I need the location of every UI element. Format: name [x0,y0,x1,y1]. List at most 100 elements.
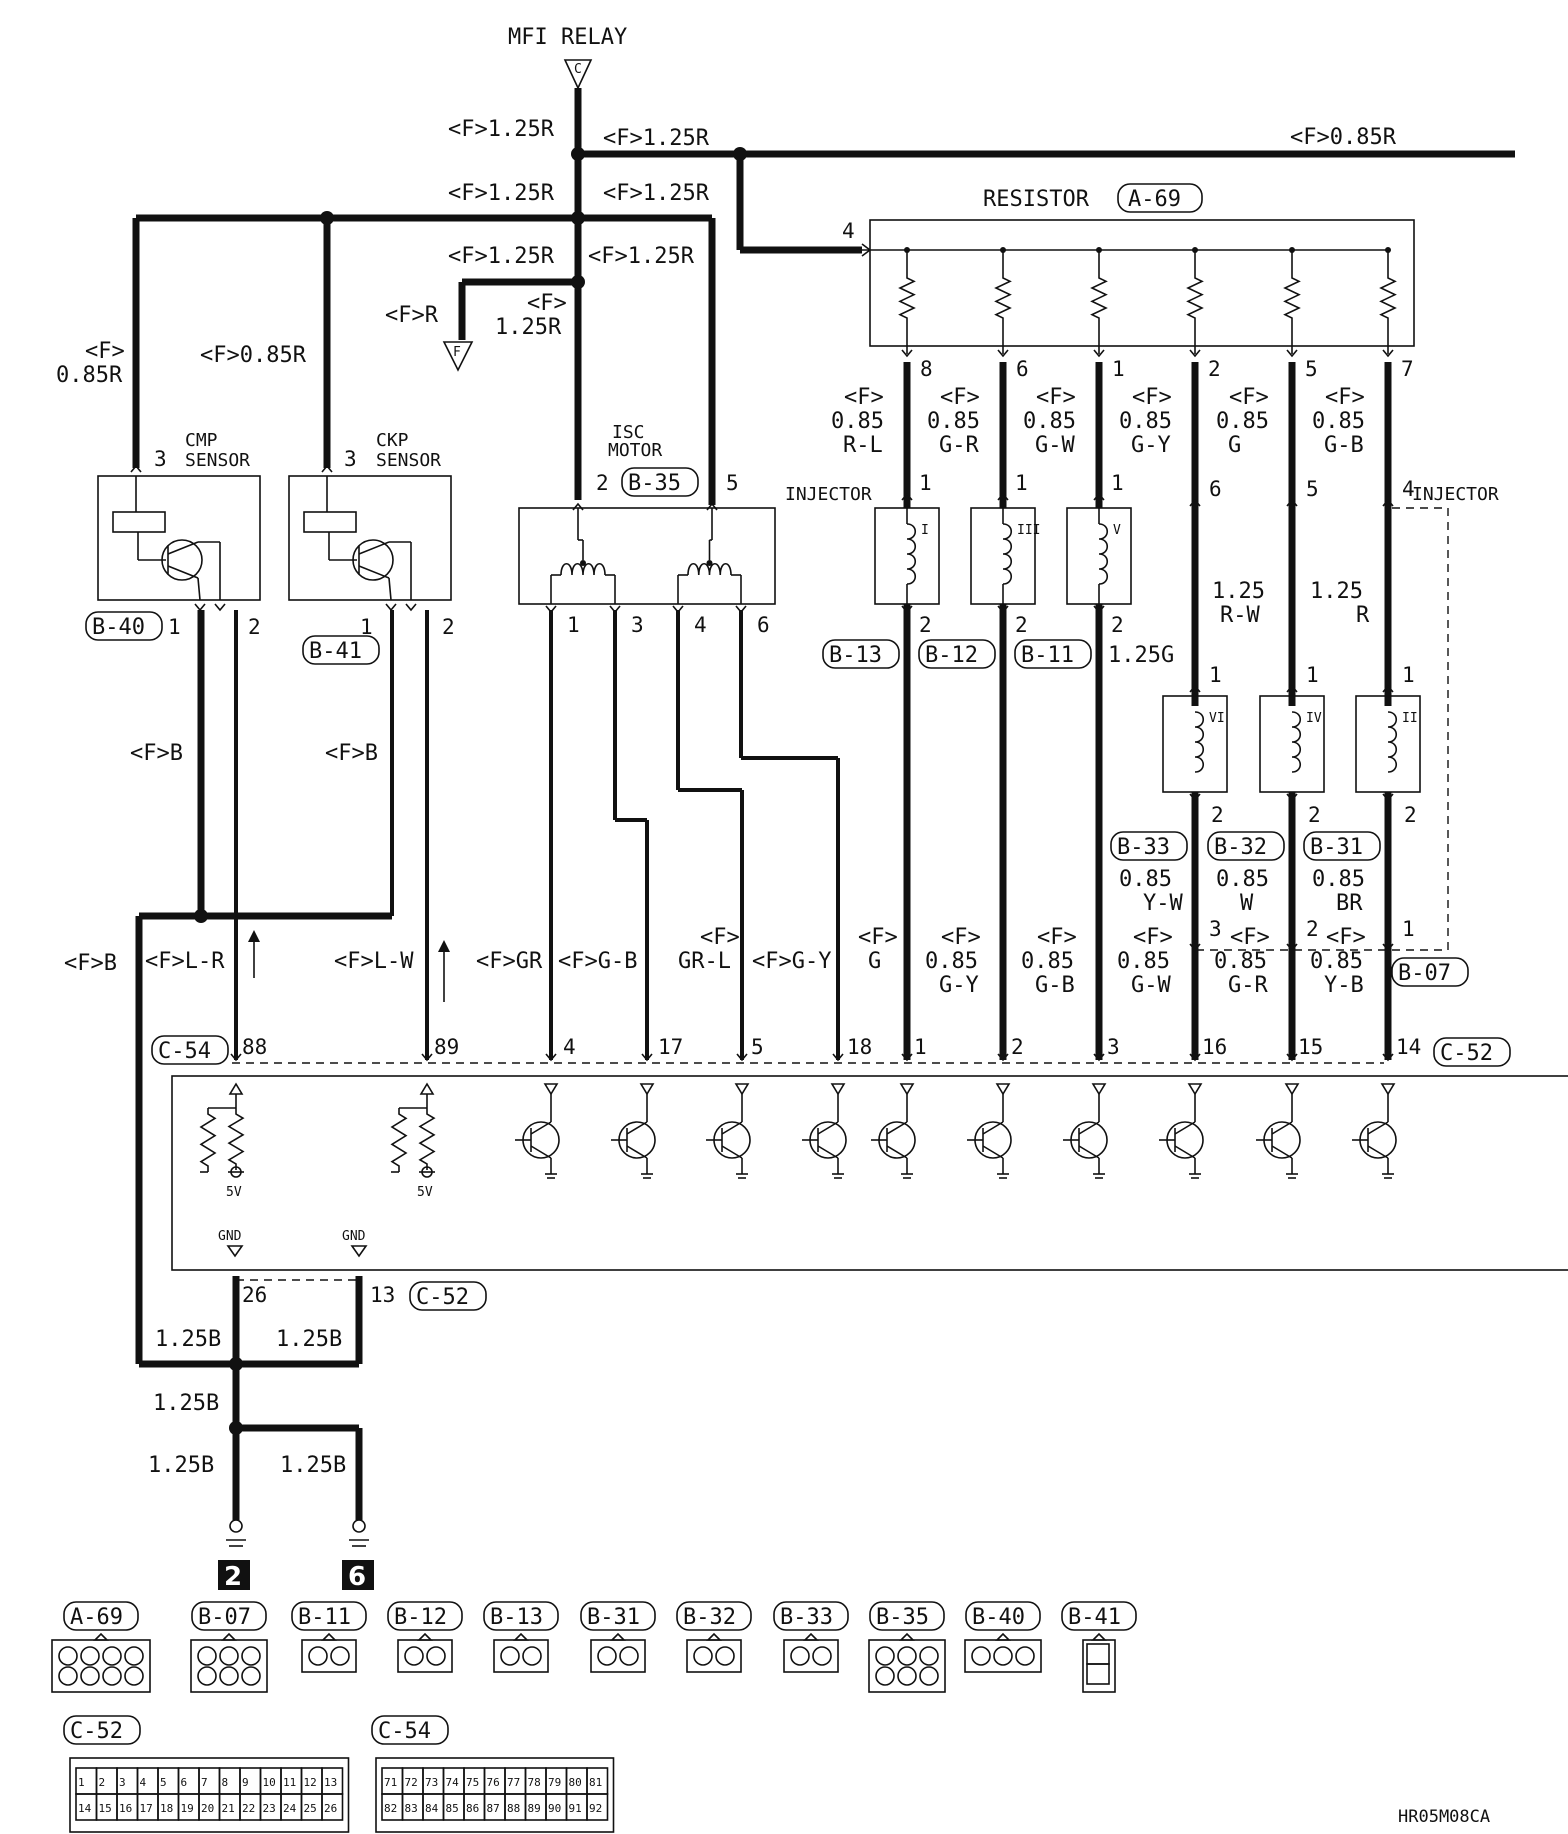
ground-icon [226,1519,246,1547]
connector-cavity [1015,1646,1035,1666]
pin-arrow [1189,684,1201,693]
connector-cavity [58,1646,78,1666]
connector-face [69,1757,350,1833]
cavity-number: 71 [384,1776,397,1789]
wire-label: G-Y [1131,433,1171,458]
transistor-symbol [161,539,203,581]
pin-number: 88 [242,1035,267,1059]
wire-label: G-R [939,433,979,458]
ground-wires [139,1276,363,1520]
pin-number: 15 [1298,1035,1323,1059]
pin-arrow [1093,492,1105,501]
wire-label: <F>L-W [334,949,414,974]
wire-label: <F> [1036,385,1076,410]
connector-cavity [586,1793,609,1821]
voltage-label: 5V [226,1185,242,1200]
cylinder-number: II [1402,711,1418,726]
ecu-terminal [1284,1083,1300,1096]
connector-cavity [197,1666,217,1686]
coil-symbol [687,562,732,576]
coil-symbol [1291,711,1302,773]
pin-arrow [1286,349,1298,358]
connector-cavity [426,1646,446,1666]
isc-motor-label: MOTOR [608,440,662,461]
cavity-number: 4 [140,1776,147,1789]
connector-label: A-69 [70,1605,123,1630]
wire-label: R [1356,603,1370,628]
connector-face [301,1639,357,1673]
pin-number: 2 [1208,357,1221,381]
pin-arrow [405,603,417,612]
cavity-number: 88 [507,1802,520,1815]
wire-label: G-W [1035,433,1075,458]
ground-point-number: 6 [348,1562,366,1592]
cavity-number: 22 [242,1802,255,1815]
cylinder-number: III [1017,523,1040,538]
isc-connector: B-35 [628,471,681,496]
pin-number: 17 [658,1035,683,1059]
cylinder-number: I [921,523,929,538]
resistor-symbol [390,1108,408,1172]
connector-cavity [919,1666,939,1686]
pin-arrow [214,603,226,612]
ground-point-number: 2 [224,1562,242,1592]
connector-label: B-32 [1214,835,1267,860]
cavity-number: 14 [78,1802,92,1815]
connector-label: B-07 [198,1605,251,1630]
connector-label: C-52 [70,1719,123,1744]
connector-cavity [219,1646,239,1666]
pin-number: 3 [154,447,167,471]
resistor-elements: 8<F>0.85R-L6<F>0.85G-R1<F>0.85G-W2<F>0.8… [831,243,1414,706]
pin-arrow [1093,1053,1105,1062]
resistor-symbol [418,1108,436,1170]
cavity-number: 21 [222,1802,235,1815]
pin-number: 4 [694,613,707,637]
wire-label: <F>0.85R [200,343,307,368]
resistor-box [869,219,1415,347]
cavity-number: 73 [425,1776,438,1789]
pin-number: 1 [1306,663,1319,687]
wire-label: 0.85 [1023,409,1076,434]
gnd-label: GND [342,1229,366,1244]
wire-label: 0.85 [1216,867,1269,892]
pin-number: 26 [242,1283,267,1307]
connector-cavity [875,1666,895,1686]
wire-label: <F>1.25R [603,181,710,206]
wire-label: G-R [1228,973,1268,998]
cavity-number: 77 [507,1776,520,1789]
pin-arrow [421,1053,433,1062]
pin-arrow [1189,349,1201,358]
connector-cavity [897,1646,917,1666]
wire-label: 1.25B [153,1391,219,1416]
pin-arrow [1382,498,1394,507]
connector-label: C-54 [378,1719,431,1744]
wire-label: <F> [1229,385,1269,410]
wire-label: 0.85 [1119,867,1172,892]
connector-face [375,1757,615,1833]
ecu-terminal [1380,1083,1396,1096]
wire-label: G-B [1035,973,1075,998]
pin-arrow [1093,349,1105,358]
wire-label: 1.25G [1108,643,1174,668]
resistor-symbol [1379,272,1397,324]
ecu-terminal [1187,1083,1203,1096]
cavity-number: 81 [589,1776,602,1789]
resistor-symbol [898,272,916,324]
wire-label: G [1228,433,1241,458]
wire-label: 0.85 [1312,867,1365,892]
wire-label: 0.85 [925,949,978,974]
sensor-internals [112,464,417,612]
injector-label: INJECTOR [1412,484,1499,505]
wire-label: R-W [1220,603,1260,628]
pin-arrow [321,464,333,473]
ckp-sensor-label: SENSOR [376,450,441,471]
wire-label: G-Y [939,973,979,998]
relay-terminal-tag: C [574,62,582,77]
arrow-up-icon [248,930,260,978]
wire-label: <F> [941,925,981,950]
cavity-number: 84 [425,1802,439,1815]
pin-number: 2 [1111,613,1124,637]
wire-label: <F>1.25R [603,126,710,151]
cavity-number: 85 [446,1802,459,1815]
cavity-number: 79 [548,1776,561,1789]
